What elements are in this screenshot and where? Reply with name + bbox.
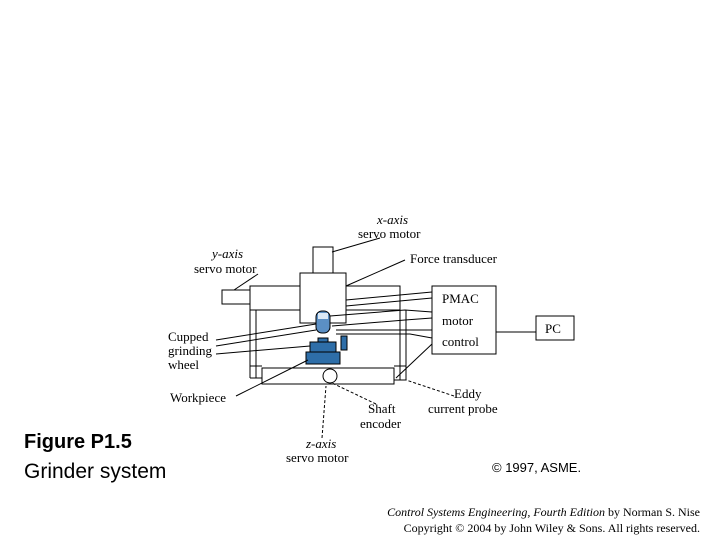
book-title: Control Systems Engineering, Fourth Edit… bbox=[387, 505, 605, 519]
label-grinding: grinding bbox=[168, 343, 213, 358]
workpiece-holder bbox=[309, 341, 337, 353]
x-axis-motor-upper bbox=[312, 246, 334, 274]
label-force-transducer: Force transducer bbox=[410, 251, 498, 266]
shaft-encoder bbox=[322, 368, 338, 384]
label-motor: motor bbox=[442, 313, 474, 328]
label-y-axis-2: servo motor bbox=[194, 261, 257, 276]
label-shaft: Shaft bbox=[368, 401, 396, 416]
label-x-axis-2: servo motor bbox=[358, 226, 421, 241]
label-cupped: Cupped bbox=[168, 329, 209, 344]
figure-number: Figure P1.5 bbox=[24, 431, 132, 453]
eddy-probe-block bbox=[340, 335, 348, 351]
machine-frame bbox=[221, 246, 407, 385]
publisher-copyright: Copyright © 2004 by John Wiley & Sons. A… bbox=[403, 521, 700, 535]
control-boxes bbox=[431, 285, 575, 355]
book-credits: Control Systems Engineering, Fourth Edit… bbox=[387, 504, 700, 536]
label-encoder: encoder bbox=[360, 416, 402, 431]
workpiece-base bbox=[305, 351, 341, 365]
label-z-axis-2: servo motor bbox=[286, 450, 349, 465]
pc-box bbox=[535, 315, 575, 341]
label-eddy: Eddy bbox=[454, 386, 482, 401]
figure-caption: Grinder system bbox=[24, 460, 167, 483]
source-copyright: © 1997, ASME. bbox=[492, 460, 582, 475]
label-workpiece: Workpiece bbox=[170, 390, 226, 405]
label-control: control bbox=[442, 334, 479, 349]
label-pc: PC bbox=[545, 321, 561, 336]
label-y-axis-1: y-axis bbox=[210, 246, 243, 261]
label-wheel: wheel bbox=[168, 357, 199, 372]
signal-wires bbox=[329, 291, 433, 379]
label-x-axis-1: x-axis bbox=[376, 212, 408, 227]
y-axis-motor-box bbox=[221, 289, 251, 305]
pmac-box bbox=[431, 285, 497, 355]
grinding-wheel-assembly bbox=[305, 310, 348, 365]
label-current-probe: current probe bbox=[428, 401, 498, 416]
leader-lines bbox=[215, 237, 455, 439]
label-pmac: PMAC bbox=[442, 291, 479, 306]
label-z-axis-1: z-axis bbox=[305, 436, 336, 451]
book-author: by Norman S. Nise bbox=[605, 505, 700, 519]
